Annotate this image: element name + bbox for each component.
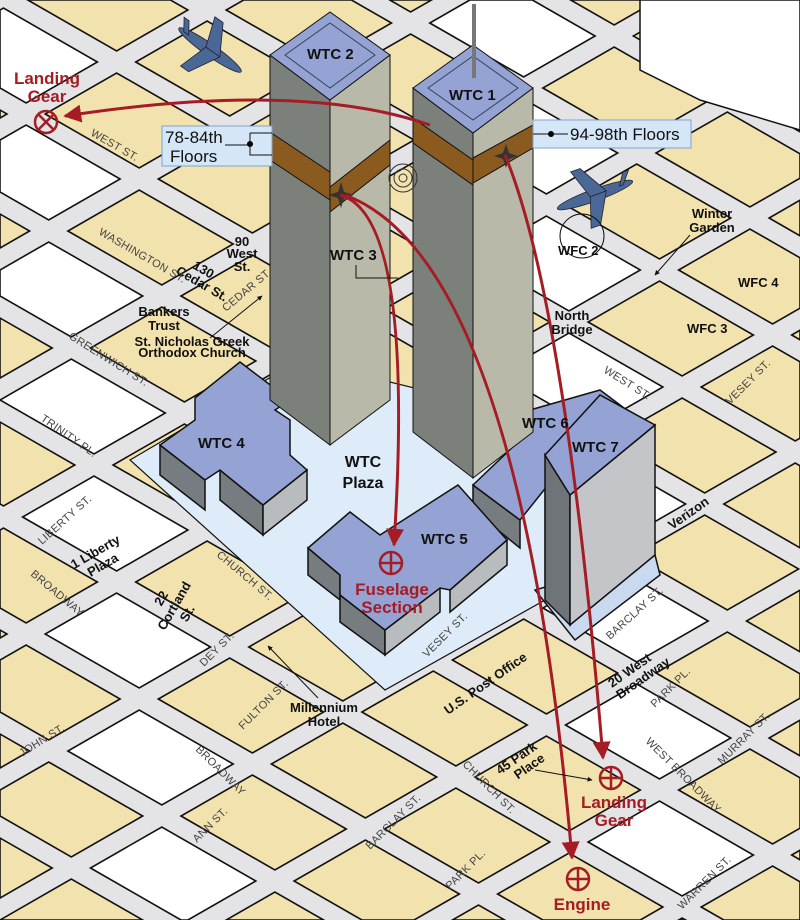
crosshair-icon xyxy=(378,550,404,576)
waterfront-area xyxy=(639,0,800,131)
city-block xyxy=(744,589,800,653)
city-block xyxy=(495,852,665,920)
city-block xyxy=(360,670,529,767)
city-block xyxy=(0,629,9,639)
city-block xyxy=(473,735,642,832)
city-block xyxy=(66,709,235,806)
city-block xyxy=(790,849,800,861)
airplane-icon xyxy=(178,16,242,73)
city-block xyxy=(0,213,32,249)
city-block xyxy=(156,657,326,754)
svg-text:Floors: Floors xyxy=(170,147,217,166)
city-block xyxy=(0,761,145,858)
callout-wtc2-floors: 78-84th Floors xyxy=(161,125,273,167)
city-block xyxy=(609,397,778,494)
wtc5-building xyxy=(306,484,509,657)
city-block xyxy=(699,345,800,442)
city-block xyxy=(586,800,756,897)
wfc2-dome xyxy=(559,213,605,259)
city-block xyxy=(654,631,800,728)
wfc4-label: WFC 4 xyxy=(738,275,779,290)
city-block xyxy=(43,592,213,689)
city-block xyxy=(0,644,122,741)
plaza-sphere xyxy=(388,163,418,193)
wtc1-label: WTC 1 xyxy=(449,87,496,104)
city-block xyxy=(450,904,507,920)
city-block xyxy=(0,837,54,899)
svg-text:78-84th: 78-84th xyxy=(165,128,223,147)
wtc4-label: WTC 4 xyxy=(198,435,245,452)
wtc2-tower xyxy=(269,11,391,446)
city-block xyxy=(0,733,32,769)
city-block xyxy=(88,306,258,403)
city-block xyxy=(179,774,348,871)
wtc2-label: WTC 2 xyxy=(307,46,354,63)
city-block xyxy=(0,527,100,624)
city-block xyxy=(722,462,800,549)
city-block xyxy=(388,0,434,13)
city-block xyxy=(569,0,660,26)
city-block xyxy=(0,7,100,104)
city-block xyxy=(88,826,258,920)
city-block xyxy=(292,839,462,920)
city-block xyxy=(699,865,800,920)
wtc3-label: WTC 3 xyxy=(330,247,377,264)
city-block xyxy=(0,241,145,338)
city-block xyxy=(767,199,800,237)
city-block xyxy=(0,878,145,920)
city-block xyxy=(269,722,439,819)
city-block xyxy=(767,719,800,757)
city-block xyxy=(66,189,235,286)
arrow-landing-gear-nw xyxy=(63,98,431,127)
arrow-fuselage xyxy=(339,193,405,547)
city-block xyxy=(428,0,597,78)
wtc7-label: WTC 7 xyxy=(572,439,619,456)
city-block xyxy=(790,329,800,341)
city-block xyxy=(20,475,190,572)
city-block xyxy=(676,748,800,845)
city-block xyxy=(631,514,800,611)
wfc2-label: WFC 2 xyxy=(558,243,598,258)
city-block xyxy=(26,0,190,52)
crosshair-icon xyxy=(598,765,624,791)
wfc3-label: WFC 3 xyxy=(687,321,727,336)
debris-markers xyxy=(33,109,624,892)
city-block xyxy=(0,109,9,119)
city-block xyxy=(563,683,733,780)
wtc1-tower xyxy=(412,4,534,480)
wtc6-label: WTC 6 xyxy=(522,415,569,432)
city-block xyxy=(0,358,167,455)
arrow-landing-gear-ne xyxy=(503,154,611,760)
crosshair-icon xyxy=(33,109,59,135)
city-block xyxy=(654,111,800,208)
svg-text:94-98th Floors: 94-98th Floors xyxy=(570,125,680,144)
callout-wtc1-floors: 94-98th Floors xyxy=(532,119,692,149)
wtc3-leader xyxy=(355,265,398,279)
airplane-icon xyxy=(556,168,634,229)
city-block xyxy=(0,317,54,379)
city-block xyxy=(0,124,122,221)
city-block xyxy=(0,421,77,507)
city-block xyxy=(224,891,326,920)
engine-label: Engine xyxy=(554,895,611,914)
city-block xyxy=(382,787,552,884)
city-block xyxy=(586,280,756,377)
city-block xyxy=(450,618,620,715)
crosshair-icon xyxy=(565,866,591,892)
arrow-engine xyxy=(344,193,580,860)
debris-trajectories xyxy=(63,98,611,860)
wtc5-label: WTC 5 xyxy=(421,531,468,548)
city-block xyxy=(676,228,800,325)
